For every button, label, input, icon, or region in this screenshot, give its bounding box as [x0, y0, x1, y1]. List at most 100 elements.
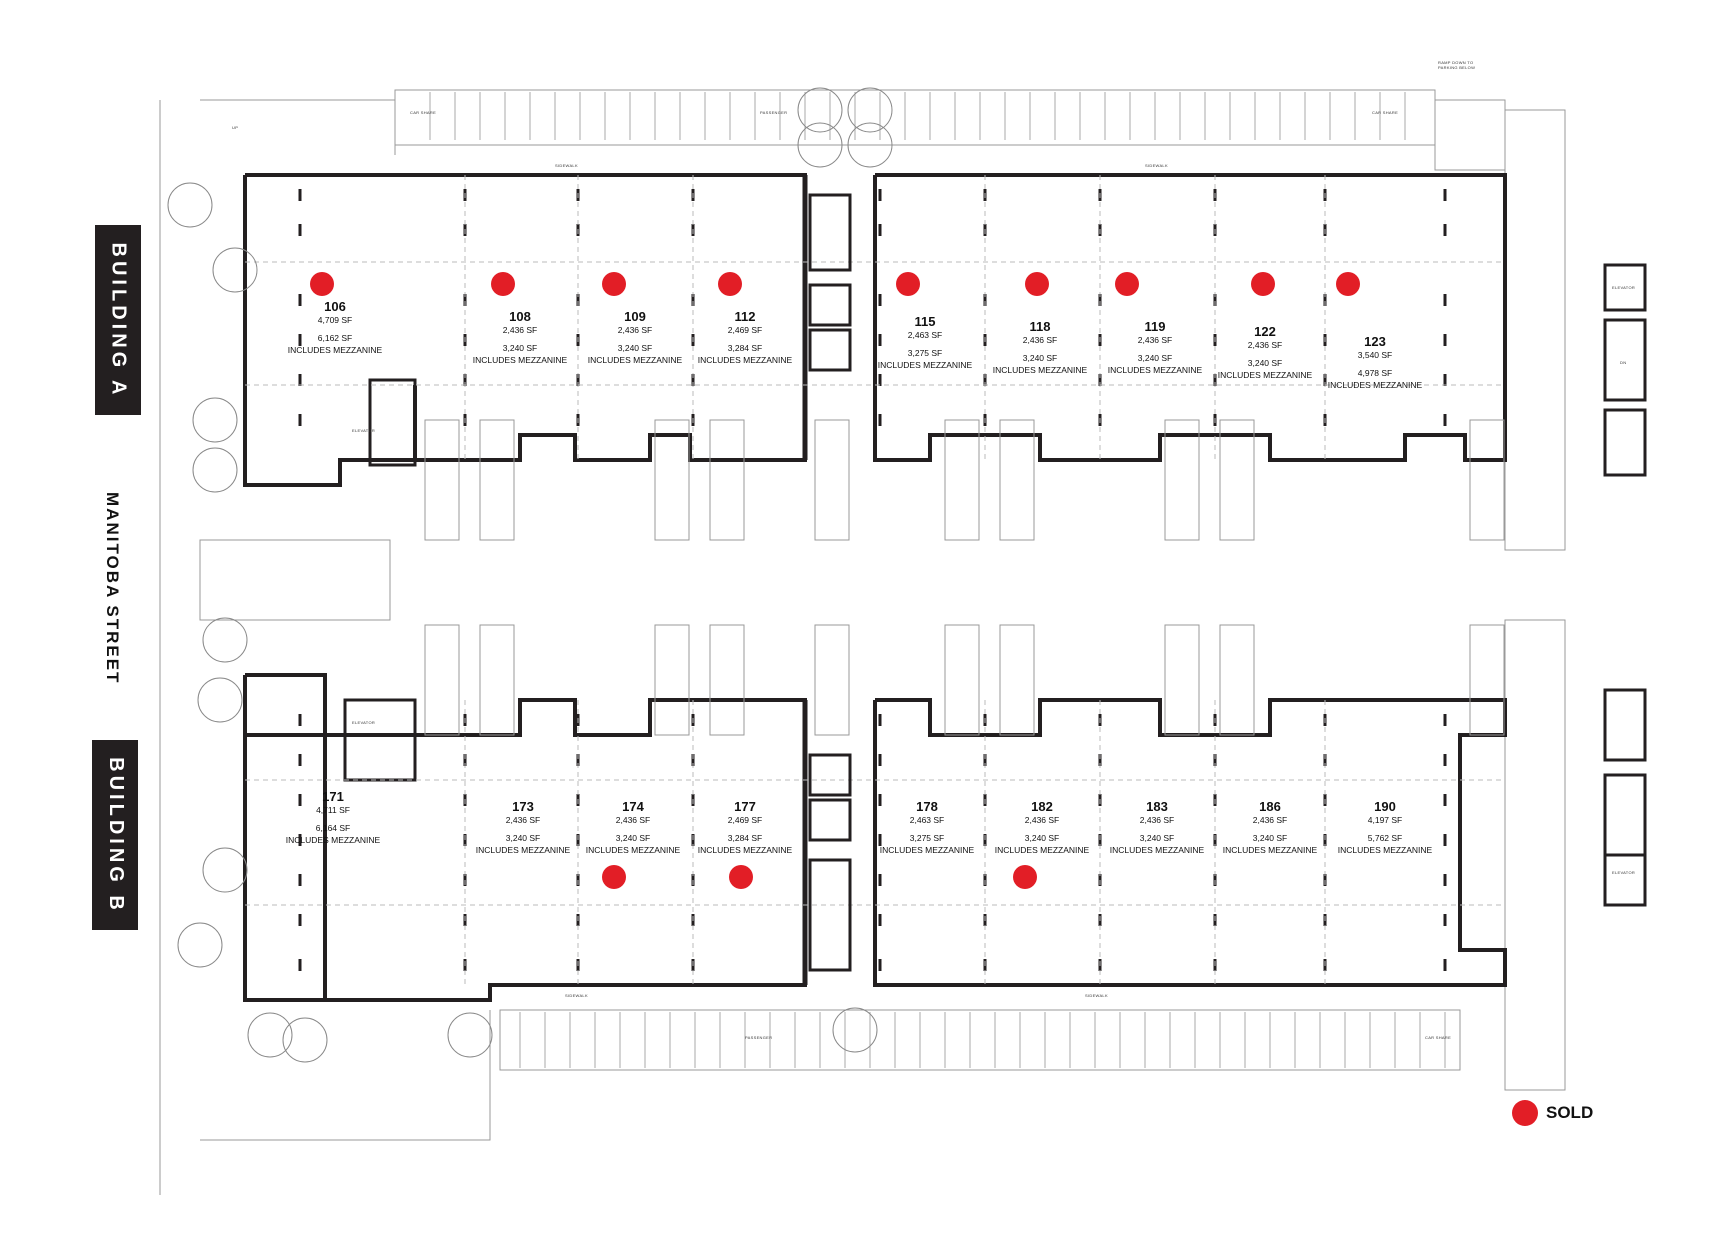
- building-b-label: BUILDING B: [92, 740, 138, 930]
- unit-mezzanine-note: INCLUDES MEZZANINE: [877, 360, 973, 370]
- column: [1443, 294, 1447, 306]
- unit-number: 183: [1146, 799, 1168, 814]
- unit-number: 182: [1031, 799, 1053, 814]
- unit-mezzanine-note: INCLUDES MEZZANINE: [879, 845, 975, 855]
- column: [1323, 374, 1327, 386]
- tree: [447, 1012, 493, 1058]
- drive-aisle: [1504, 619, 1566, 1091]
- building-a-label: BUILDING A: [95, 225, 141, 415]
- column: [1323, 294, 1327, 306]
- column: [298, 294, 302, 306]
- tree: [192, 397, 238, 443]
- column: [691, 754, 695, 766]
- tree: [192, 447, 238, 493]
- unit-area: 4,197 SF: [1367, 815, 1403, 825]
- unit-total-area: 6,162 SF: [317, 333, 353, 343]
- unit-area: 2,436 SF: [1137, 335, 1173, 345]
- unit-mezzanine-note: INCLUDES MEZZANINE: [585, 845, 681, 855]
- car-share-label: CAR SHARE: [1425, 1035, 1452, 1040]
- trees: [167, 87, 893, 1063]
- column: [298, 914, 302, 926]
- unit-total-area: 3,240 SF: [1137, 353, 1173, 363]
- unit-total-area: 5,762 SF: [1367, 833, 1403, 843]
- column: [1443, 224, 1447, 236]
- unit-area: 2,436 SF: [1252, 815, 1288, 825]
- column: [298, 189, 302, 201]
- column: [1443, 334, 1447, 346]
- column: [1443, 754, 1447, 766]
- legend: SOLD: [1512, 1100, 1593, 1126]
- unit-mezzanine-note: INCLUDES MEZZANINE: [287, 345, 383, 355]
- unit-area: 2,436 SF: [1022, 335, 1058, 345]
- unit-area: 2,436 SF: [502, 325, 538, 335]
- ramp-label: RAMP DOWN TO PARKING BELOW: [1438, 60, 1476, 70]
- sidewalk-label: SIDEWALK: [1085, 993, 1108, 998]
- column: [983, 294, 987, 306]
- column: [576, 294, 580, 306]
- tree: [177, 922, 223, 968]
- column: [298, 224, 302, 236]
- column: [298, 874, 302, 886]
- unit-total-area: 3,240 SF: [615, 833, 651, 843]
- site-boundary-line: [200, 99, 396, 155]
- sold-marker-182: [1013, 865, 1037, 889]
- unit-mezzanine-note: INCLUDES MEZZANINE: [472, 355, 568, 365]
- loading-bay: [814, 419, 850, 541]
- sidewalk-label: SIDEWALK: [555, 163, 578, 168]
- sold-markers: [310, 272, 1360, 889]
- column: [463, 294, 467, 306]
- column: [1443, 794, 1447, 806]
- dn-label: DN: [1620, 360, 1627, 365]
- car-share-label: CAR SHARE: [410, 110, 437, 115]
- unit-mezzanine-note: INCLUDES MEZZANINE: [1222, 845, 1318, 855]
- sold-marker-118: [1025, 272, 1049, 296]
- tree: [212, 247, 258, 293]
- column: [878, 294, 882, 306]
- column: [878, 874, 882, 886]
- unit-number: 171: [322, 789, 344, 804]
- unit-total-area: 3,240 SF: [505, 833, 541, 843]
- unit-area: 2,469 SF: [727, 325, 763, 335]
- unit-total-area: 3,240 SF: [1139, 833, 1175, 843]
- drive-aisle: [1504, 109, 1566, 551]
- loading-bay: [709, 419, 745, 541]
- unit-area: 3,540 SF: [1357, 350, 1393, 360]
- column: [1213, 294, 1217, 306]
- loading-bay: [709, 624, 745, 736]
- column: [983, 374, 987, 386]
- column: [691, 374, 695, 386]
- column: [878, 754, 882, 766]
- tree: [847, 122, 893, 168]
- unit-mezzanine-note: INCLUDES MEZZANINE: [697, 355, 793, 365]
- column: [1443, 714, 1447, 726]
- column: [1443, 874, 1447, 886]
- unit-number: 108: [509, 309, 531, 324]
- column: [298, 334, 302, 346]
- unit-number: 178: [916, 799, 938, 814]
- loading-bay: [424, 624, 460, 736]
- unit-total-area: 3,240 SF: [617, 343, 653, 353]
- elevator-label: ELEVATOR: [1612, 870, 1636, 875]
- sold-marker-174: [602, 865, 626, 889]
- unit-mezzanine-note: INCLUDES MEZZANINE: [587, 355, 683, 365]
- tree: [847, 87, 893, 133]
- loading-bay: [1164, 419, 1200, 541]
- column: [878, 794, 882, 806]
- loading-bay: [944, 419, 980, 541]
- site-boundary-line: [200, 1010, 491, 1141]
- tree: [202, 847, 248, 893]
- column: [1098, 754, 1102, 766]
- column: [878, 834, 882, 846]
- column: [878, 414, 882, 426]
- sold-marker-119: [1115, 272, 1139, 296]
- sold-marker-108: [491, 272, 515, 296]
- unit-number: 112: [734, 309, 756, 324]
